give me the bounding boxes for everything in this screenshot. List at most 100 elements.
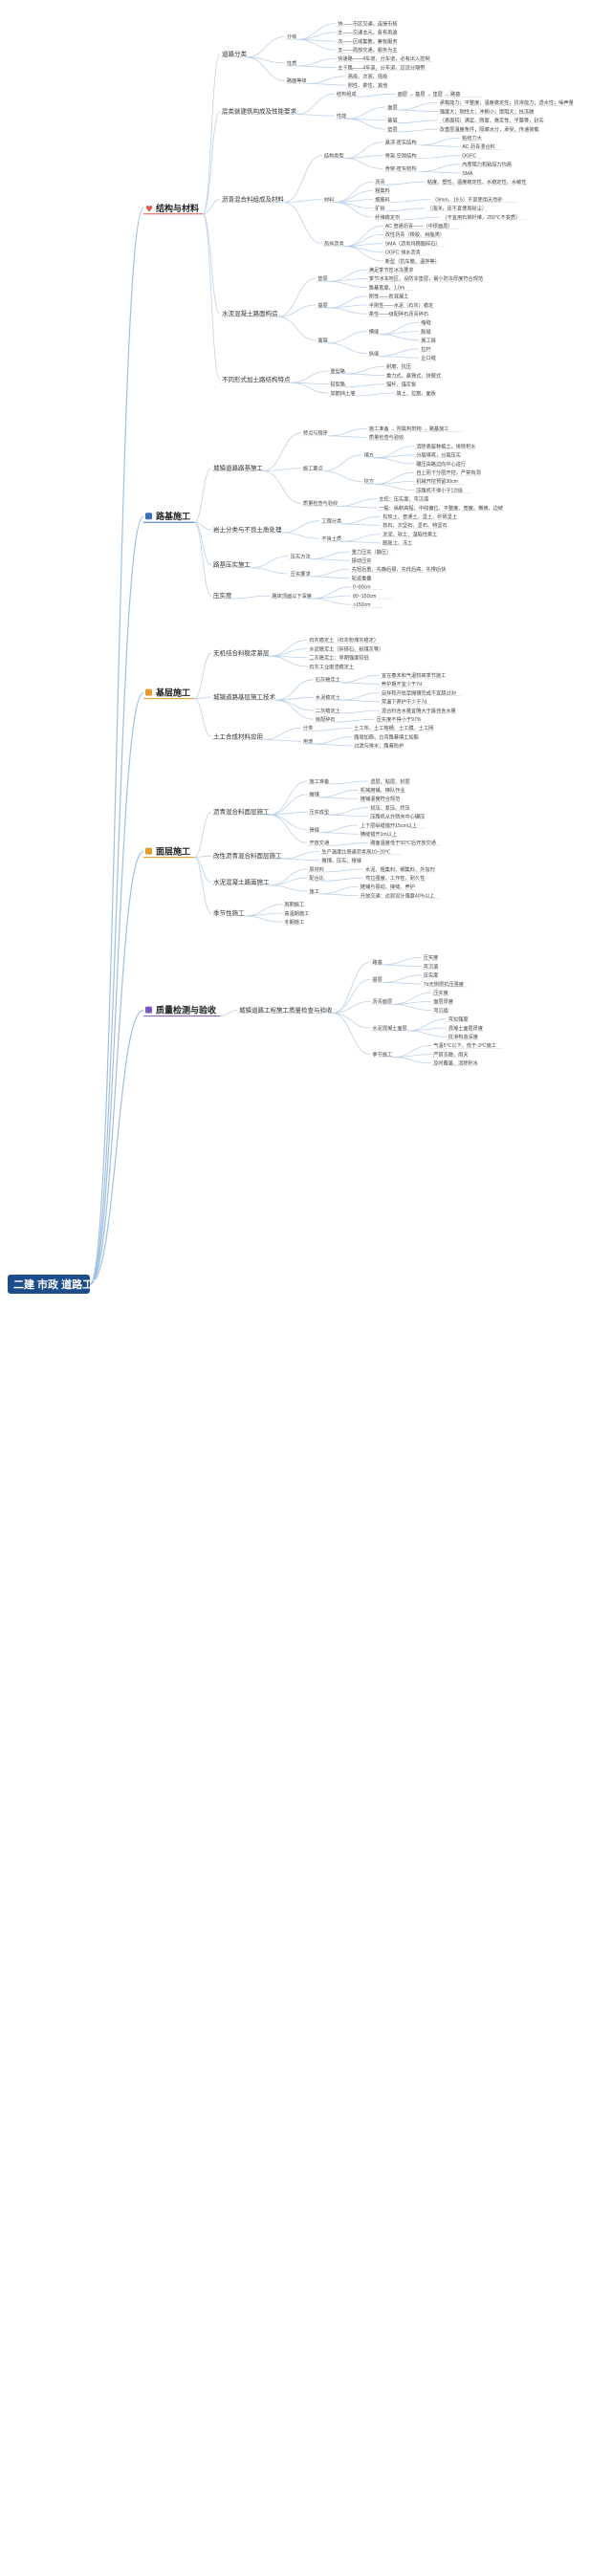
section-node-s4[interactable]: 面层施工: [143, 846, 194, 859]
connector-line: [334, 202, 374, 218]
connector-line: [193, 521, 212, 531]
connector-line: [274, 699, 314, 711]
leaf-label: 路面等级: [287, 76, 307, 84]
leaf-label: 刚性、柔性、其他: [348, 81, 388, 89]
connector-line: [313, 728, 353, 731]
leaf-label: 石灰稳定土（石灰粉煤灰稳定）: [309, 636, 379, 644]
leaf-label: 高温期施工: [284, 909, 309, 917]
connector-line: [313, 743, 353, 747]
connector-line: [327, 307, 367, 315]
connector-line: [339, 692, 380, 701]
leaf-label: 水泥稳定土: [316, 693, 340, 701]
connector-line: [327, 427, 367, 437]
connector-line: [318, 886, 359, 895]
connector-line: [327, 342, 367, 354]
leaf-label: 基层: [372, 975, 382, 983]
connector-line: [397, 102, 438, 111]
leaf-label: 常温下养护不少于7d: [382, 698, 426, 706]
connector-line: [343, 158, 383, 169]
connector-line: [334, 199, 374, 203]
connector-line: [277, 304, 317, 317]
section-label: 基层施工: [155, 688, 190, 698]
connector-line: [406, 1030, 447, 1037]
section-label: 路基施工: [156, 511, 190, 521]
root-node[interactable]: 二建 市政 道路工程: [8, 1275, 103, 1294]
leaf-label: 弯沉值: [424, 962, 439, 970]
leaf-label: 特点与程序: [303, 429, 328, 437]
connector-line: [332, 1013, 371, 1055]
leaf-label: 沥青面层: [372, 997, 392, 1005]
leaf-label: 纤维稳定剂: [375, 213, 400, 221]
connector-line: [339, 709, 380, 714]
leaf-label: 淤泥、软土、湿陷性黄土: [382, 530, 437, 537]
connector-line: [397, 120, 438, 124]
branch-label: 改性沥青混合料面层施工: [213, 851, 282, 860]
connector-line: [296, 32, 337, 40]
connector-line: [269, 868, 308, 886]
leaf-label: 骨架-空隙结构: [385, 151, 417, 159]
leaf-label: 软石、次坚石、坚石、特坚石: [382, 521, 447, 529]
leaf-label: 季节冰冻地区，设防冻垫层，最小防冻厚度符合规范: [369, 274, 483, 282]
leaf-label: 摊铺与振动、接缝、养护: [361, 883, 415, 890]
section-node-s3[interactable]: 基层施工: [143, 688, 194, 700]
leaf-label: 路床顶面以下深度: [272, 592, 312, 600]
leaf-label: 柔性——级配碎石沥青碎石: [369, 310, 428, 317]
leaf-label: 面层厚度: [433, 997, 453, 1005]
root-box: [8, 1275, 90, 1294]
connector-line: [344, 383, 385, 388]
connector-line: [374, 454, 415, 459]
leaf-label: 横缝: [369, 327, 379, 335]
leaf-label: 高级、次高、低级: [348, 73, 388, 80]
leaf-label: SMA（沥青玛蹄脂碎石）: [385, 239, 441, 247]
connector-line: [246, 36, 285, 58]
leaf-label: 重力式、悬臂式、扶壁式: [386, 371, 442, 379]
connector-line: [346, 118, 386, 130]
leaf-label: 加筋挡土墙: [330, 389, 355, 397]
leaf-label: 压实成型: [309, 808, 329, 816]
leaf-label: 刚性——贫混凝土: [369, 293, 409, 300]
section-node-s2[interactable]: 路基施工: [143, 511, 194, 523]
section-node-s1[interactable]: ♥结构与材料: [143, 203, 203, 215]
leaf-label: 重型路: [330, 367, 345, 375]
connector-line: [318, 789, 359, 798]
connector-line: [379, 331, 420, 335]
branch-label: 道路分类: [222, 50, 248, 58]
leaf-label: 过滤与排水、路基防护: [354, 742, 404, 750]
connector-line: [329, 780, 369, 785]
connector-line: [89, 692, 144, 1285]
connector-line: [322, 454, 362, 471]
connector-line: [281, 532, 320, 539]
connector-line: [296, 23, 337, 40]
connector-line: [332, 1013, 371, 1029]
leaf-label: 施工准备: [309, 777, 330, 785]
connector-line: [341, 515, 382, 525]
leaf-label: 次——区域集散，兼有服务: [338, 37, 397, 45]
leaf-label: 混凝土面层厚度: [448, 1024, 483, 1032]
connector-line: [193, 696, 212, 699]
connector-line: [397, 128, 438, 133]
connector-line: [343, 246, 383, 262]
section-square-icon: [145, 688, 152, 696]
connector-line: [244, 912, 283, 917]
connector-line: [341, 540, 382, 544]
branch-label: 城镇道路工程施工质量检查与验收: [239, 1005, 333, 1014]
branch-label: 城镇道路基层施工技术: [213, 692, 276, 701]
section-node-s5[interactable]: 质量检测与验收: [143, 1005, 220, 1017]
leaf-label: 配合比: [309, 874, 324, 882]
leaf-label: AC 沥青混合料: [462, 142, 495, 150]
leaf-label: 悬浮-密实结构: [385, 139, 417, 146]
leaf-label: 原材料: [309, 865, 324, 873]
leaf-label: 施工准备 → 附属构筑物 → 路基施工: [369, 425, 449, 432]
leaf-label: 基层: [317, 301, 327, 309]
leaf-label: 内摩阻力和粘结力均高: [462, 161, 512, 168]
leaf-label: 承载能力；平整度；温度稳定性；抗滑能力；透水性；噪声量: [440, 98, 574, 106]
leaf-label: 摊铺、压实、接缝: [321, 857, 361, 864]
leaf-label: 膨胀土、冻土: [382, 539, 412, 547]
connector-line: [277, 278, 317, 317]
connector-line: [274, 699, 314, 720]
connector-line: [250, 567, 289, 575]
leaf-label: 弯拉强度: [448, 1015, 469, 1023]
connector-line: [250, 556, 289, 569]
leaf-label: 摊铺: [309, 791, 318, 798]
connector-line: [327, 281, 367, 288]
